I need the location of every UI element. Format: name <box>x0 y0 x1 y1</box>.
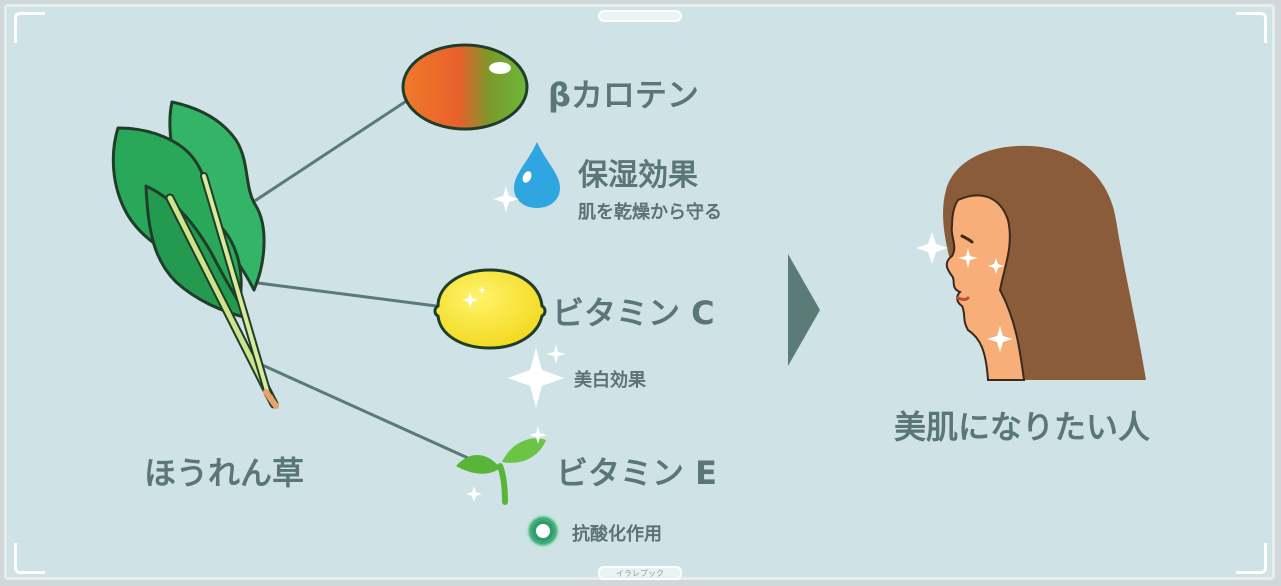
connector-line-vitamin-c <box>257 281 445 309</box>
antioxidant-ring-icon <box>523 511 563 551</box>
mango-icon <box>401 43 529 131</box>
effect-moisturizing: 保湿効果 <box>578 158 698 193</box>
woman-profile-icon <box>916 145 1146 381</box>
water-drop-icon <box>493 142 560 212</box>
spinach-icon <box>111 100 279 409</box>
nutrient-name-vitamin-c: ビタミン C <box>552 294 715 332</box>
credit-text: イラレブック <box>616 569 664 578</box>
frame-top-tab <box>598 10 682 22</box>
nutrient-name-beta-carotene: βカロテン <box>548 76 699 114</box>
lemon-icon <box>433 268 547 350</box>
frame-corner-bottom-left <box>14 543 45 574</box>
target-label: 美肌になりたい人 <box>894 408 1151 446</box>
source-label-spinach: ほうれん草 <box>144 454 305 492</box>
sparkle-icon <box>508 344 566 408</box>
frame-corner-bottom-right <box>1236 543 1267 574</box>
connector-line-beta-carotene <box>243 94 415 210</box>
arrow-icon <box>788 254 820 366</box>
frame-bottom-tab <box>598 566 682 580</box>
frame-corner-top-left <box>14 12 45 43</box>
nutrient-name-vitamin-e: ビタミン E <box>556 454 718 492</box>
effect-whitening: 美白効果 <box>574 370 646 391</box>
effect-note-moisturizing: 肌を乾燥から守る <box>578 202 722 223</box>
frame-corner-top-right <box>1236 12 1267 43</box>
connector-lines <box>243 94 469 460</box>
sprout-icon <box>456 426 547 505</box>
connector-line-vitamin-e <box>259 362 469 460</box>
effect-antioxidant: 抗酸化作用 <box>572 524 662 545</box>
